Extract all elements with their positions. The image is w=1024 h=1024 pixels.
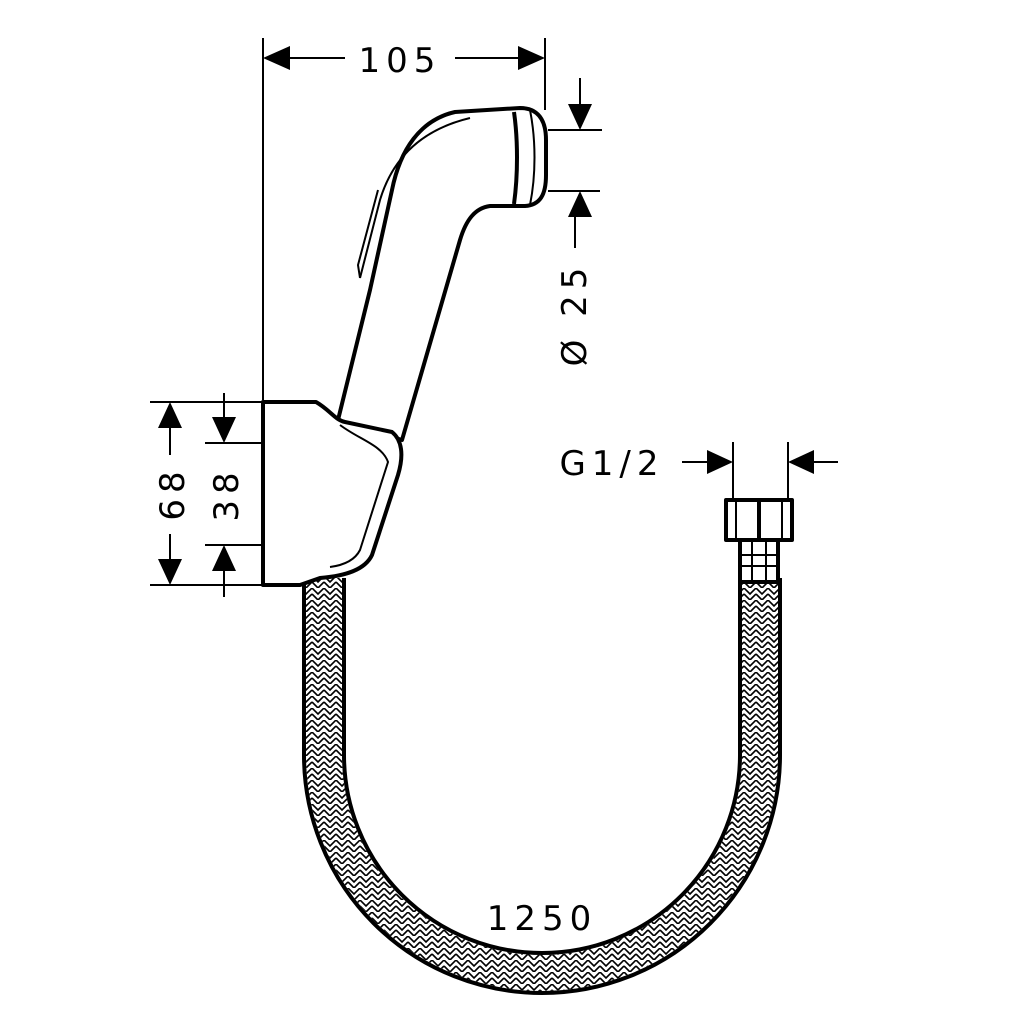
dimension-holder-inner-label: 38 <box>207 466 247 521</box>
dimension-nozzle-diameter: Ø 25 <box>548 78 602 366</box>
dimension-width-label: 105 <box>359 41 442 81</box>
dimension-thread: G1/2 <box>559 442 838 498</box>
dimension-holder-height-label: 68 <box>153 465 193 520</box>
dimension-width: 105 <box>262 38 546 400</box>
dimension-thread-label: G1/2 <box>559 444 664 484</box>
braided-hose <box>302 578 782 995</box>
dimension-holder-height: 68 <box>150 401 262 586</box>
wall-holder <box>261 400 404 587</box>
dimension-holder-inner: 38 <box>205 393 262 597</box>
dimension-nozzle-diameter-label: Ø 25 <box>555 262 595 367</box>
hand-shower <box>336 106 548 442</box>
dimension-hose-length: 1250 <box>482 896 602 939</box>
dimension-hose-length-label: 1250 <box>487 899 598 939</box>
hose-connector-nut <box>724 498 794 584</box>
